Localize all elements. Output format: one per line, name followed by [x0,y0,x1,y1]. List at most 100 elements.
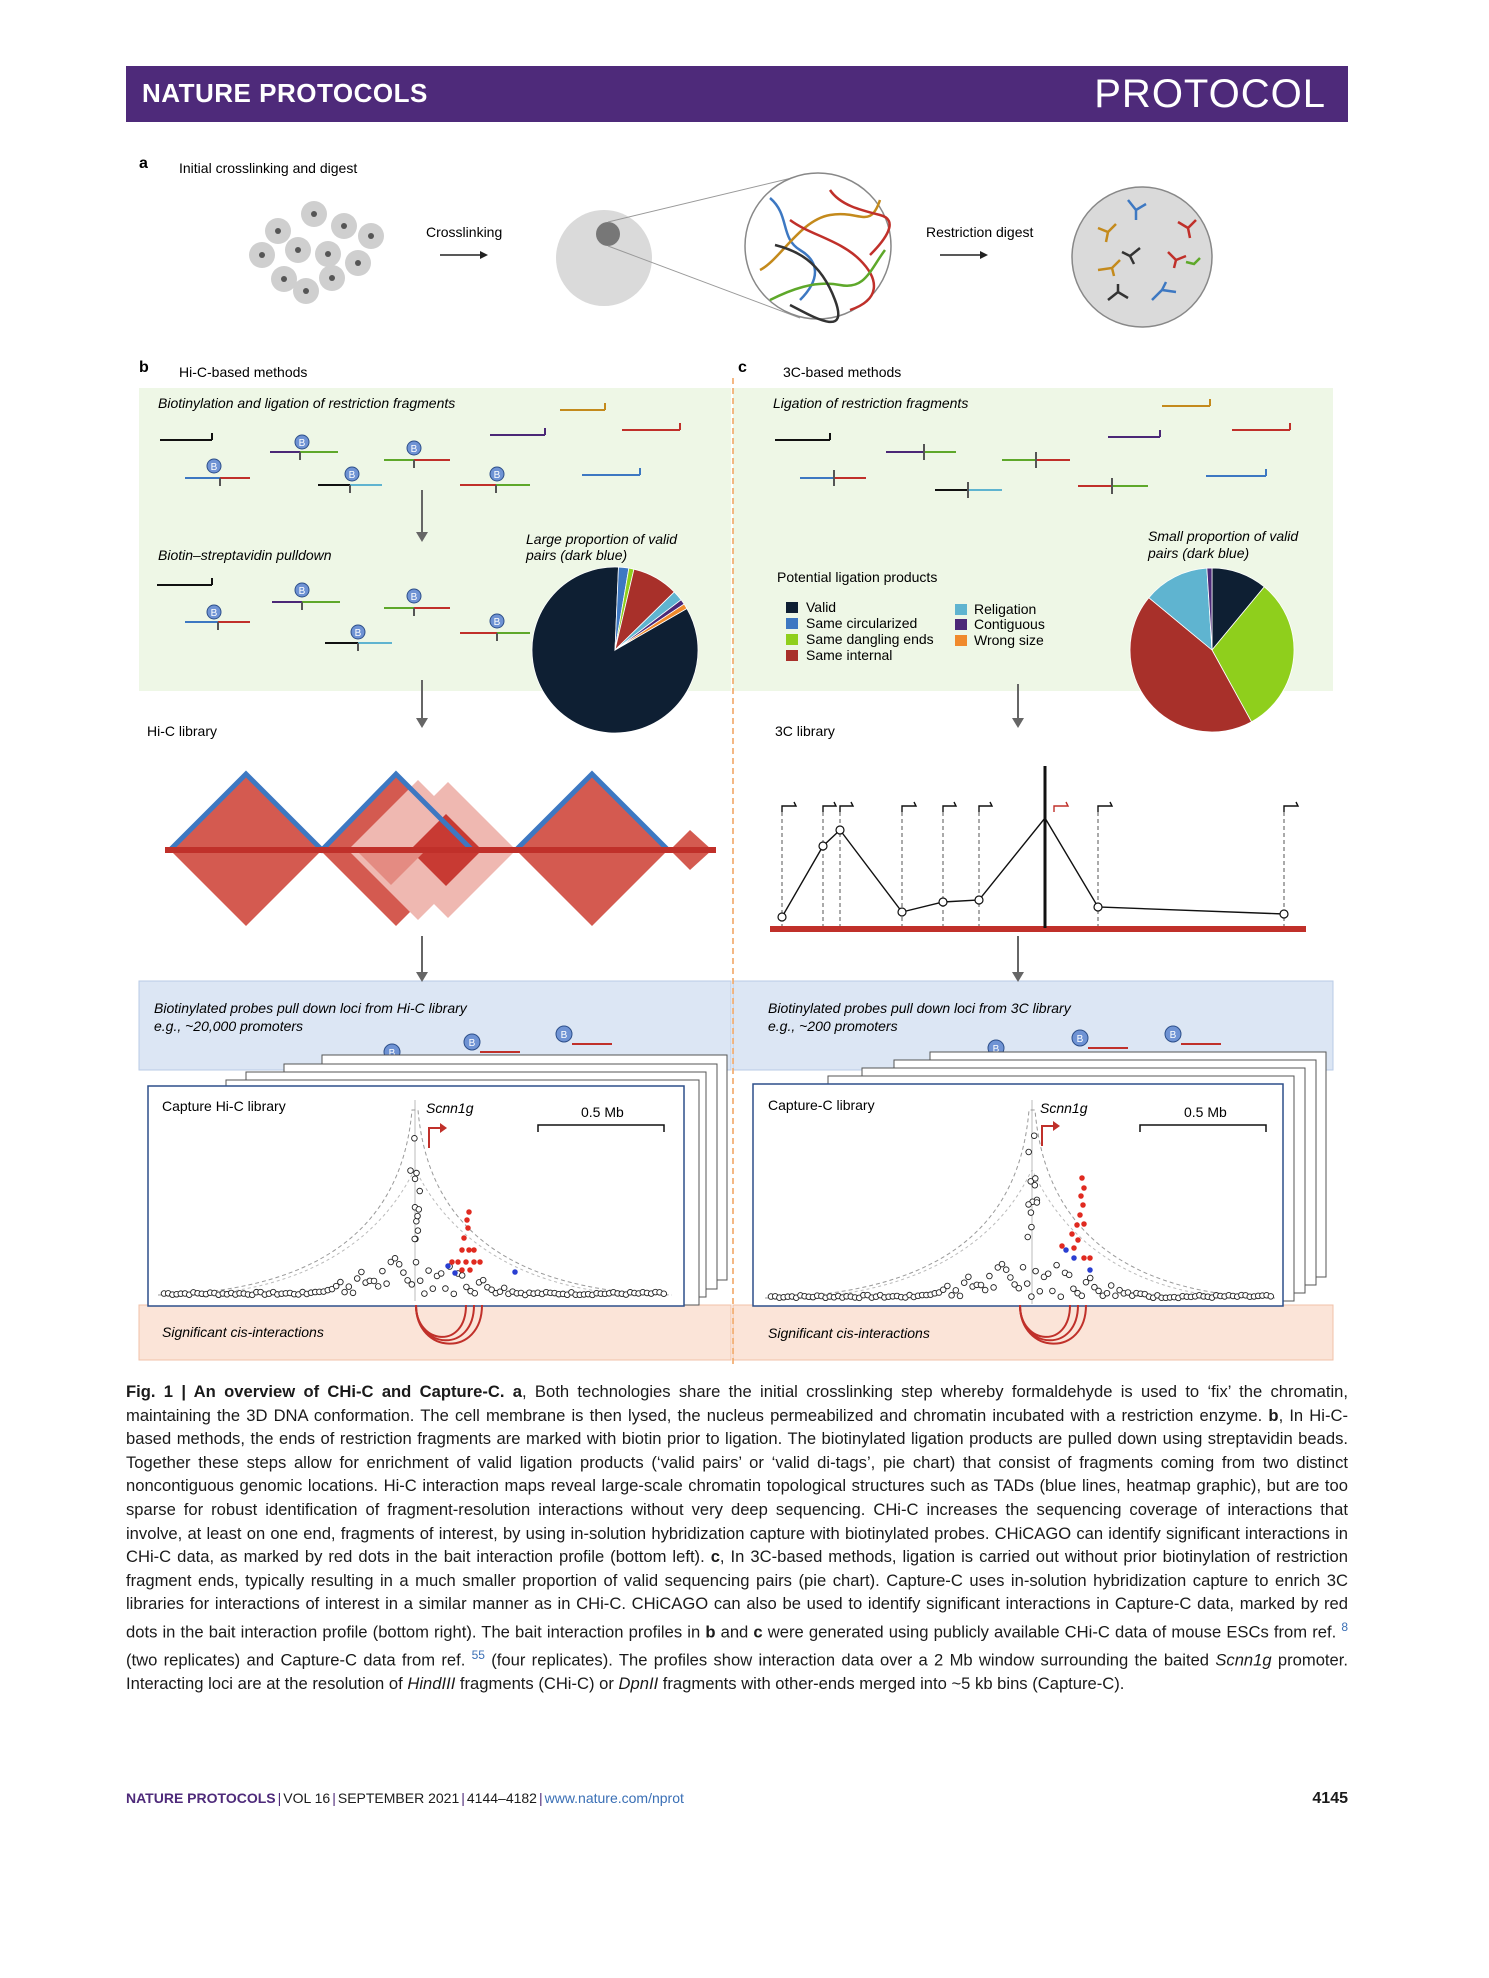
significant-interaction-point [1078,1193,1084,1199]
caption-letter-c: c [710,1547,720,1567]
biotin-label: B [494,617,501,628]
profile-point [1007,1274,1014,1281]
profile-point [1030,1132,1038,1139]
profile-point [1103,1289,1111,1297]
profile-envelope [217,1169,613,1294]
panel-a-letter: a [139,155,148,172]
profile-point [1025,1201,1032,1208]
profile-point [944,1282,951,1290]
profile-point [421,1290,428,1297]
profile-point [1049,1287,1056,1295]
profile-point [500,1284,508,1292]
profile-point [1044,1270,1052,1277]
biotin-label: B [411,592,418,603]
pie-slice-same-dangling-ends [1211,586,1295,723]
nucleus-zoom [556,172,892,324]
reference-link-55[interactable]: 55 [471,1648,485,1663]
profile-point [450,1290,458,1298]
profile-point [425,1267,432,1274]
significant-interaction-point [471,1259,477,1265]
caption-and-b: b [705,1622,716,1642]
panel-b-cis-box [138,1304,732,1361]
profile-point [939,1286,947,1293]
panel-c-pie-note-2: pairs (dark blue) [1147,545,1249,561]
down-arrow-icon [1012,972,1024,982]
biotin-label: B [299,586,306,597]
profile-point [1024,1233,1032,1241]
profile-point [341,1288,348,1296]
significant-interaction-point [1079,1175,1085,1181]
profile-point [416,1277,424,1284]
profile-point [416,1187,423,1195]
profile-point [1082,1278,1090,1286]
caption-enzyme-2: DpnII [618,1674,659,1694]
profile-point [391,1255,399,1262]
cis-arcs-c [1019,1304,1087,1345]
profile-point [1057,1293,1065,1300]
biotin-label: B [355,628,362,639]
profile-point [1112,1292,1119,1299]
caption-and-word: and [715,1622,754,1642]
significant-interaction-point [449,1259,455,1265]
profile-point [1107,1282,1115,1289]
profile-point [1027,1178,1034,1185]
profile-point [1065,1271,1073,1279]
biotin-label: B [411,444,418,455]
hic-library-label: Hi-C library [147,723,217,739]
profile-point [1019,1263,1027,1271]
panel-c-title: 3C-based methods [783,364,901,380]
profile-point [413,1169,420,1177]
significant-interaction-point [463,1259,469,1265]
profile-point [383,1280,390,1287]
profile-point [1025,1148,1032,1156]
panel-a-title: Initial crosslinking and digest [179,160,357,176]
cis-arcs-b [415,1304,483,1345]
3c-library-label: 3C library [775,723,835,739]
significant-interaction-point [1059,1243,1065,1249]
significant-interaction-point [1075,1237,1081,1243]
legend-item-label: Same circularized [806,615,917,631]
panel-b-pie-note-2: pairs (dark blue) [525,547,627,563]
bait-point [1071,1255,1077,1261]
profile-point [994,1264,1002,1271]
profile-point [1033,1199,1041,1206]
panel-b-probes-line2: e.g., ~20,000 promoters [154,1018,303,1034]
3c-fragments [775,399,1291,498]
footer-journal: NATURE PROTOCOLS [126,1790,276,1806]
panel-c-pie-note-1: Small proportion of valid [1148,528,1299,544]
legend-item-label: Same dangling ends [806,631,934,647]
panel-b-title: Hi-C-based methods [179,364,307,380]
profile-point [1078,1292,1086,1300]
profile-point [660,1290,668,1298]
profile-point [1002,1266,1010,1273]
profile-point [429,1285,437,1292]
caption-letter-a: a [512,1382,522,1401]
bait-profile-c [764,1100,1276,1304]
profile-point [948,1292,955,1299]
legend-item-label: Contiguous [974,616,1045,632]
caption-c-text: , In 3C-based methods, ligation is carri… [126,1547,1348,1642]
biotin-label: B [494,470,501,481]
caption-tail-2: (two replicates) and Capture-C data from… [126,1650,472,1670]
profile-point [404,1277,411,1284]
panel-b-pie-note-1: Large proportion of valid [526,531,678,547]
significant-interaction-point [1071,1245,1077,1251]
footer-url-link[interactable]: www.nature.com/nprot [544,1790,684,1806]
promoter-arrow-icon [428,1127,442,1148]
profile-point [437,1270,445,1277]
caption-tail-3: (four replicates). The profiles show int… [484,1650,1216,1670]
profile-point [956,1292,964,1300]
profile-point [415,1206,423,1213]
legend-title: Potential ligation products [777,569,937,585]
significant-interaction-point [467,1267,473,1273]
significant-interaction-point [1074,1222,1080,1228]
caption-tail-6: fragments with other-ends merged into ~5… [658,1674,1125,1694]
crosslinking-label: Crosslinking [426,224,502,240]
caption-label: Fig. 1 | An overview of CHi-C and Captur… [126,1382,505,1401]
legend-item-label: Wrong size [974,632,1044,648]
panel-c-scale: 0.5 Mb [1184,1104,1227,1120]
bait-point [1063,1247,1069,1253]
significant-interaction-point [1087,1255,1093,1261]
capture-c-label: Capture-C library [768,1097,875,1113]
reference-link-8[interactable]: 8 [1341,1619,1348,1634]
